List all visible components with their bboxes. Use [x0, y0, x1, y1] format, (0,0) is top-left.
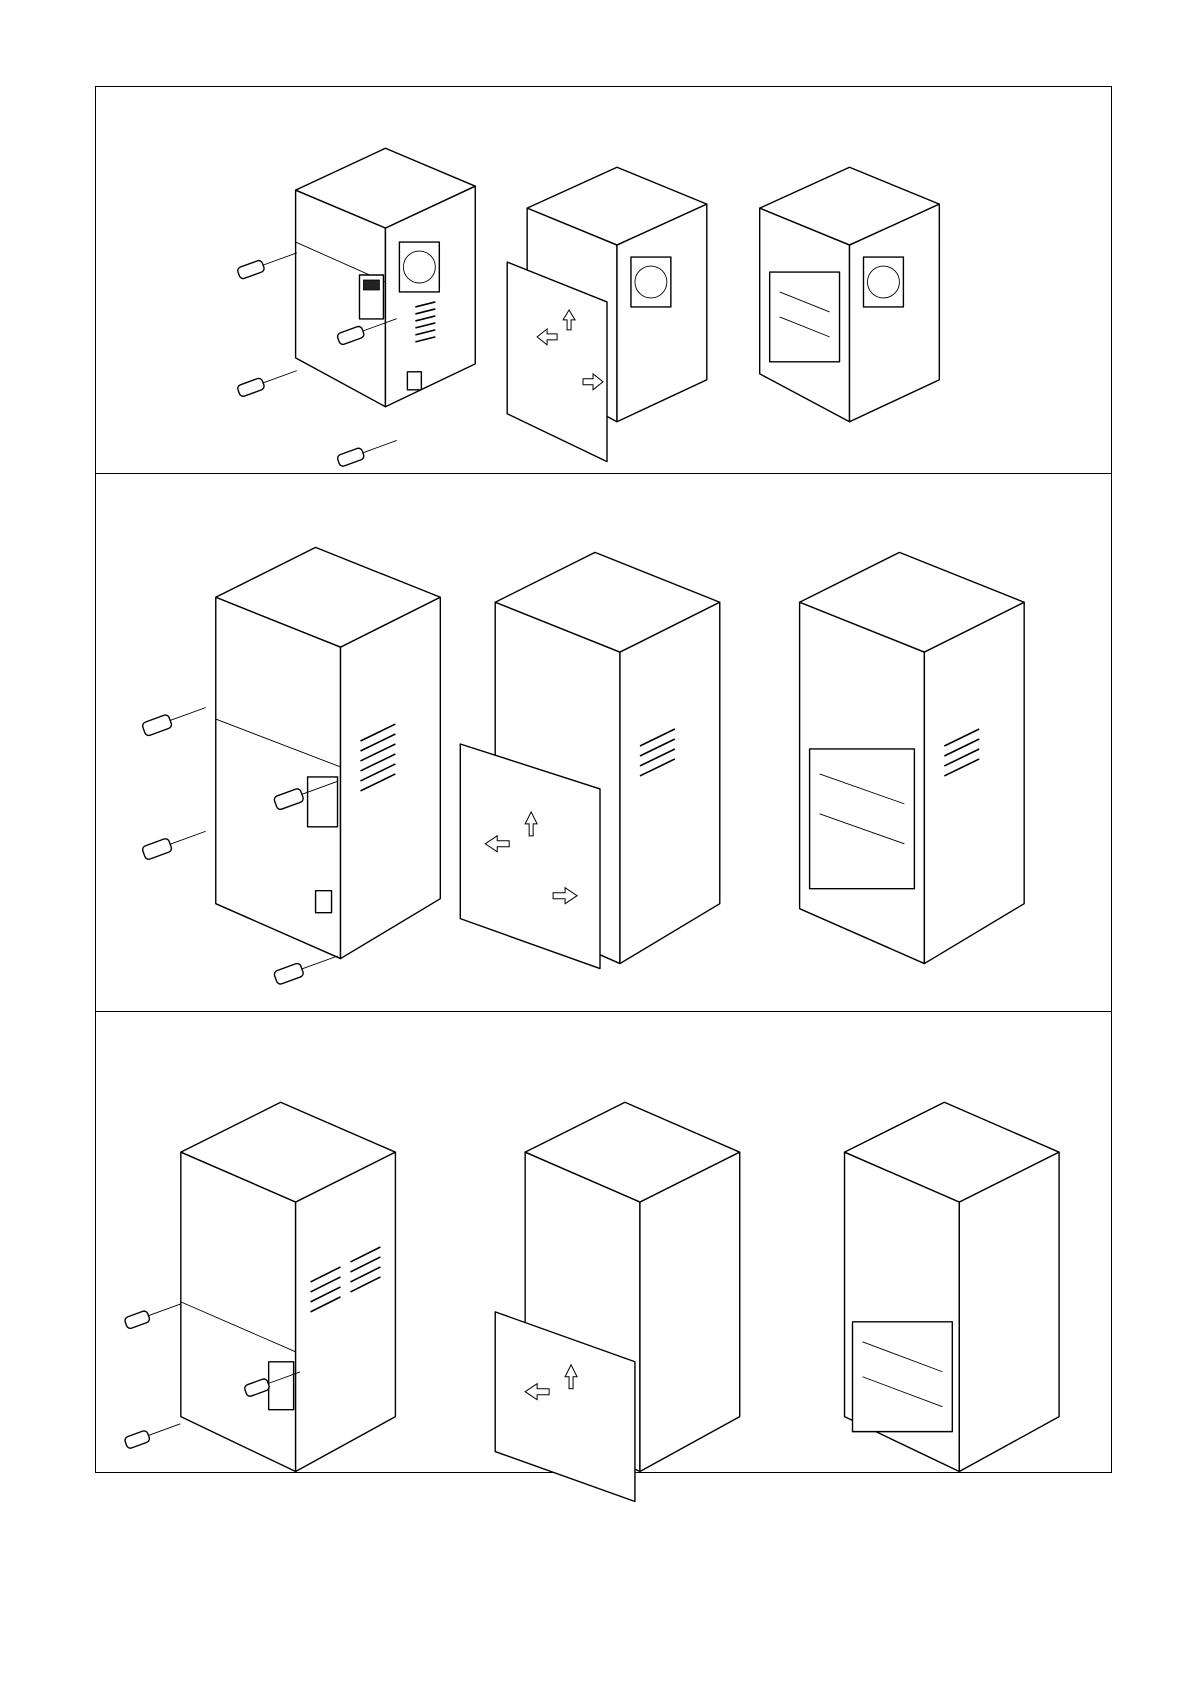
screwdriver-icon: [142, 825, 209, 861]
internal-terminals: [853, 1322, 953, 1432]
figure-frame: [95, 86, 1112, 1473]
screwdriver-icon: [237, 365, 299, 397]
screwdriver-icon: [237, 247, 299, 279]
drive-unit-cover-removing: [507, 167, 707, 461]
drive-unit-closed: [296, 148, 476, 406]
screwdriver-icon: [273, 949, 340, 985]
screwdriver-icon: [142, 701, 209, 737]
internal-terminals: [810, 749, 915, 889]
cooling-fan-icon: [399, 242, 439, 292]
row-large-frame: [96, 1011, 1111, 1473]
row-medium-frame: [96, 473, 1111, 1012]
row-2-illustration: [96, 474, 1111, 1012]
row-1-illustration: [96, 87, 1111, 473]
drive-unit-open: [760, 167, 940, 421]
drive-unit-closed: [216, 547, 441, 958]
row-3-illustration: [96, 1012, 1111, 1473]
cooling-fan-icon: [863, 257, 903, 307]
keypad-icon: [308, 777, 338, 827]
drive-unit-open: [845, 1102, 1060, 1471]
drive-unit-open: [800, 552, 1025, 963]
cooling-fan-icon: [631, 257, 671, 307]
row-small-frame: [96, 87, 1111, 473]
keypad-icon: [269, 1362, 294, 1410]
screwdriver-icon: [124, 1298, 182, 1329]
drive-unit-closed: [181, 1102, 396, 1471]
drive-unit-cover-removing: [495, 1102, 740, 1501]
screwdriver-icon: [336, 435, 398, 467]
screwdriver-icon: [124, 1418, 182, 1449]
drive-unit-cover-removing: [460, 552, 719, 968]
keypad-icon: [359, 275, 383, 319]
